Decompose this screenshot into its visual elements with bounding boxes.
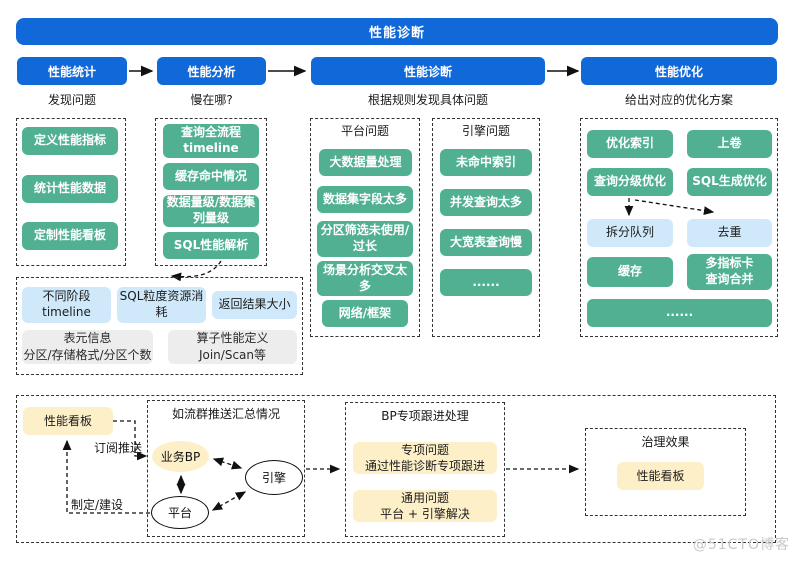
statistics-panel <box>16 118 126 266</box>
dataset-fields-node: 数据集字段太多 <box>317 186 413 213</box>
stage-statistics-caption: 发现问题 <box>47 93 96 107</box>
split-queue-node: 拆分队列 <box>587 219 673 247</box>
collect-perf-data-node: 统计性能数据 <box>22 175 118 203</box>
analysis-detail-panel <box>16 277 303 375</box>
scene-cross-node: 场景分析交叉太 多 <box>317 261 413 296</box>
effect-panel <box>585 428 746 516</box>
engine-more-node: ...... <box>440 269 532 296</box>
stage-statistics: 性能统计 <box>17 57 127 85</box>
network-framework-node: 网络/框架 <box>322 300 408 327</box>
platform-ellipse: 平台 <box>151 496 209 529</box>
rollup-node: 上卷 <box>687 130 772 158</box>
banner-title: 性能诊断 <box>16 18 778 45</box>
engine-problems-panel <box>432 118 540 337</box>
dedup-node: 去重 <box>687 219 772 247</box>
wide-table-node: 大宽表查询慢 <box>440 229 532 256</box>
build-label: 制定/建设 <box>70 497 124 512</box>
index-miss-node: 未命中索引 <box>440 149 532 176</box>
query-grading-node: 查询分级优化 <box>587 168 673 196</box>
business-bp-ellipse: 业务BP <box>152 441 209 472</box>
effect-kanban-node: 性能看板 <box>617 462 704 490</box>
define-metrics-node: 定义性能指标 <box>22 127 118 155</box>
custom-kanban-node: 定制性能看板 <box>22 222 118 250</box>
subscribe-push-label: 订阅推送 <box>93 440 142 455</box>
cache-hit-node: 缓存命中情况 <box>163 163 259 190</box>
operator-perf-node: 算子性能定义 Join/Scan等 <box>168 330 297 364</box>
optimize-more-node: ...... <box>587 299 772 327</box>
stage-timeline-node: 不同阶段 timeline <box>22 287 111 323</box>
sql-resource-node: SQL粒度资源消 耗 <box>117 287 206 323</box>
stage-analysis: 性能分析 <box>157 57 266 85</box>
sql-parse-node: SQL性能解析 <box>163 232 259 259</box>
sql-generation-node: SQL生成优化 <box>687 168 772 196</box>
platform-problems-panel <box>310 118 420 337</box>
kanban-node: 性能看板 <box>23 407 113 435</box>
effect-title: 治理效果 <box>641 435 690 449</box>
bp-followup-title: BP专项跟进处理 <box>381 409 469 423</box>
table-meta-node: 表元信息 分区/存储格式/分区个数 <box>22 330 153 364</box>
general-issue-node: 通用问题 平台 + 引擎解决 <box>353 490 497 522</box>
optimize-index-node: 优化索引 <box>587 130 673 158</box>
query-timeline-node: 查询全流程 timeline <box>163 124 259 158</box>
bp-followup-panel <box>345 402 505 537</box>
stage-analysis-caption: 慢在哪? <box>190 93 233 107</box>
partition-filter-node: 分区筛选未使用/ 过长 <box>317 221 413 257</box>
special-issue-node: 专项问题 通过性能诊断专项跟进 <box>353 442 497 474</box>
stage-optimization-caption: 给出对应的优化方案 <box>624 93 733 107</box>
group-push-panel <box>147 400 305 537</box>
multi-card-merge-node: 多指标卡 查询合并 <box>687 254 772 290</box>
data-volume-node: 数据量级/数据集 列量级 <box>163 195 259 227</box>
workflow-outer-panel <box>16 395 776 543</box>
analysis-panel <box>155 118 267 266</box>
stage-optimization: 性能优化 <box>581 57 777 85</box>
optimization-panel <box>580 118 778 337</box>
engine-problems-title: 引擎问题 <box>461 124 510 138</box>
engine-ellipse: 引擎 <box>245 460 303 495</box>
result-size-node: 返回结果大小 <box>212 291 297 319</box>
big-data-node: 大数据量处理 <box>319 149 412 176</box>
watermark: @51CTO博客 <box>692 537 790 553</box>
platform-problems-title: 平台问题 <box>340 124 389 138</box>
cache-node: 缓存 <box>587 257 673 287</box>
concurrent-query-node: 并发查询太多 <box>440 189 532 216</box>
stage-diagnosis: 性能诊断 <box>311 57 545 85</box>
stage-diagnosis-caption: 根据规则发现具体问题 <box>367 93 488 107</box>
group-push-title: 如流群推送汇总情况 <box>171 407 280 421</box>
